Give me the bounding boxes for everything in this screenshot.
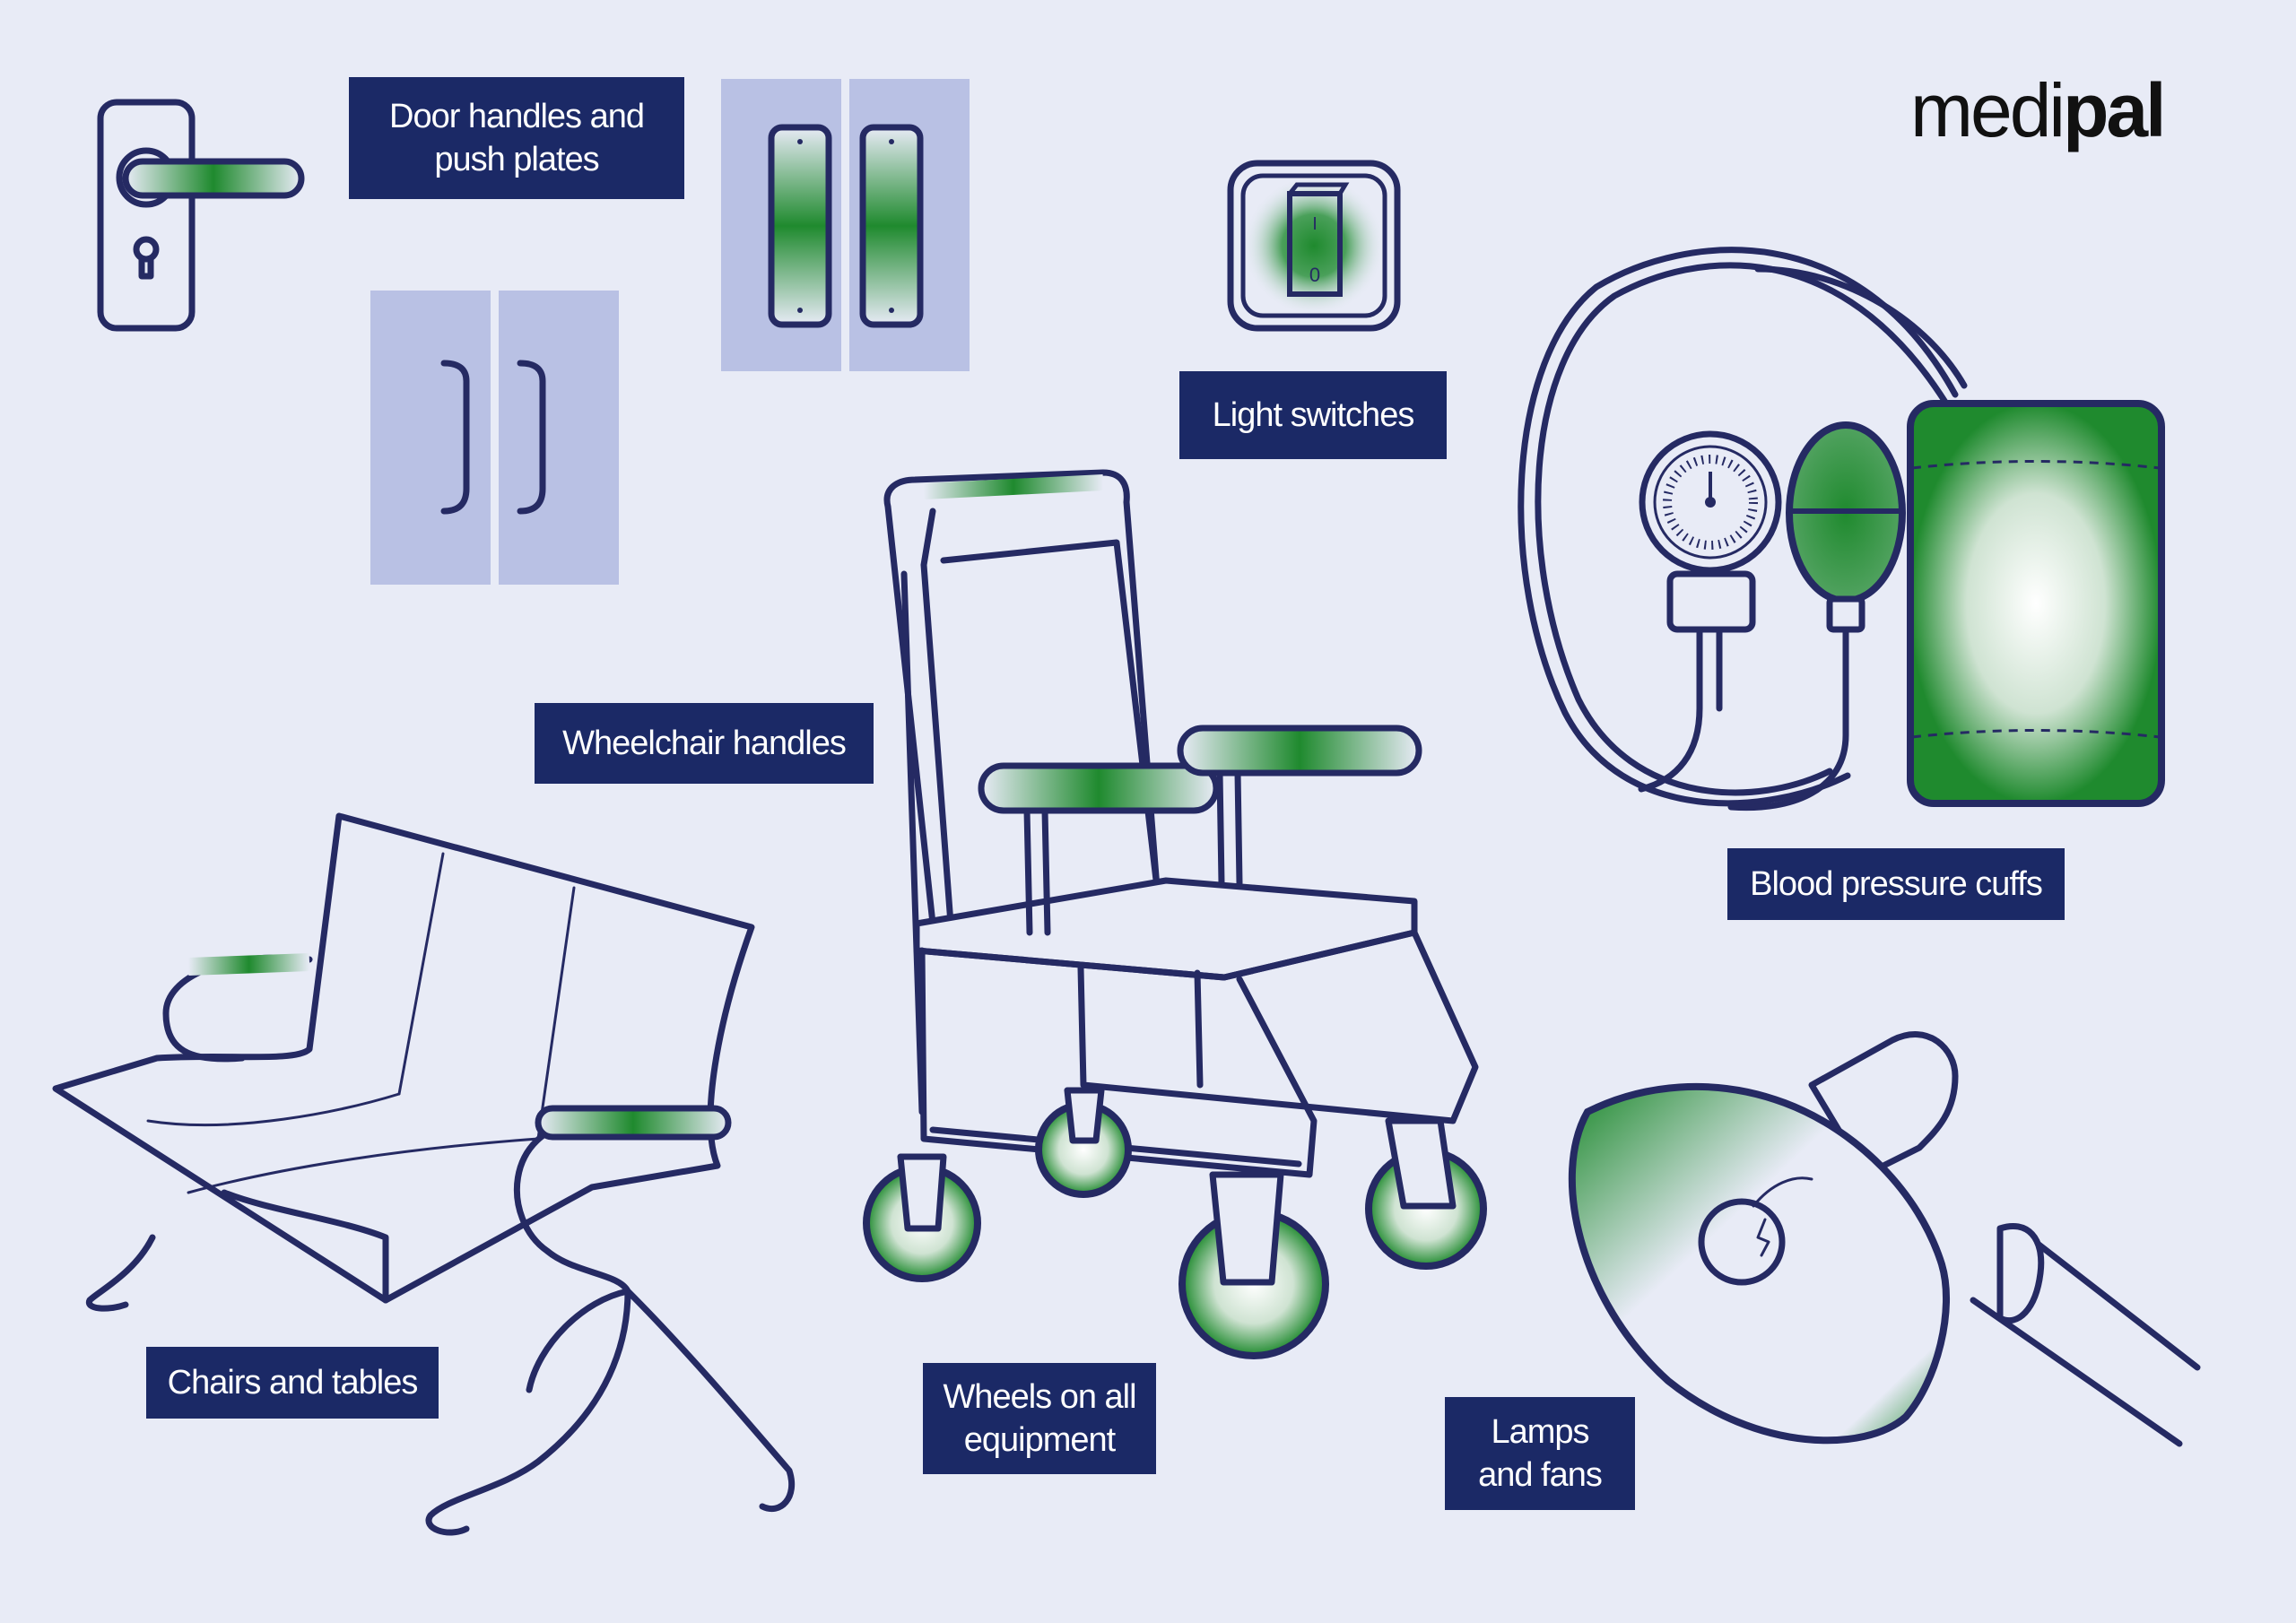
blood-pressure-monitor-icon <box>1518 247 2165 812</box>
logo-text-bold: pal <box>2063 68 2166 152</box>
pull-handle-doors-icon <box>370 291 619 585</box>
light-switches-label: Light switches <box>1179 371 1447 459</box>
switch-off-mark: 0 <box>1309 264 1320 286</box>
push-plate-doors-icon <box>721 79 970 371</box>
desk-lamp-icon <box>1568 1031 2201 1447</box>
brand-logo: medipal <box>1910 68 2166 152</box>
door-handles-label: Door handles and push plates <box>349 77 684 199</box>
chairs-and-tables-label: Chairs and tables <box>146 1347 439 1419</box>
lamps-and-fans-label: Lamps and fans <box>1445 1397 1635 1510</box>
wheelchair-icon <box>863 469 1487 1359</box>
door-lever-handle-icon <box>97 99 305 332</box>
wheelchair-handles-label: Wheelchair handles <box>535 703 874 784</box>
light-switch-icon: I 0 <box>1227 160 1401 332</box>
logo-text-light: medi <box>1910 68 2066 152</box>
blood-pressure-cuffs-label: Blood pressure cuffs <box>1727 848 2065 920</box>
switch-on-mark: I <box>1312 214 1318 234</box>
wheels-label: Wheels on all equipment <box>923 1363 1156 1474</box>
waiting-bench-icon <box>52 812 796 1536</box>
